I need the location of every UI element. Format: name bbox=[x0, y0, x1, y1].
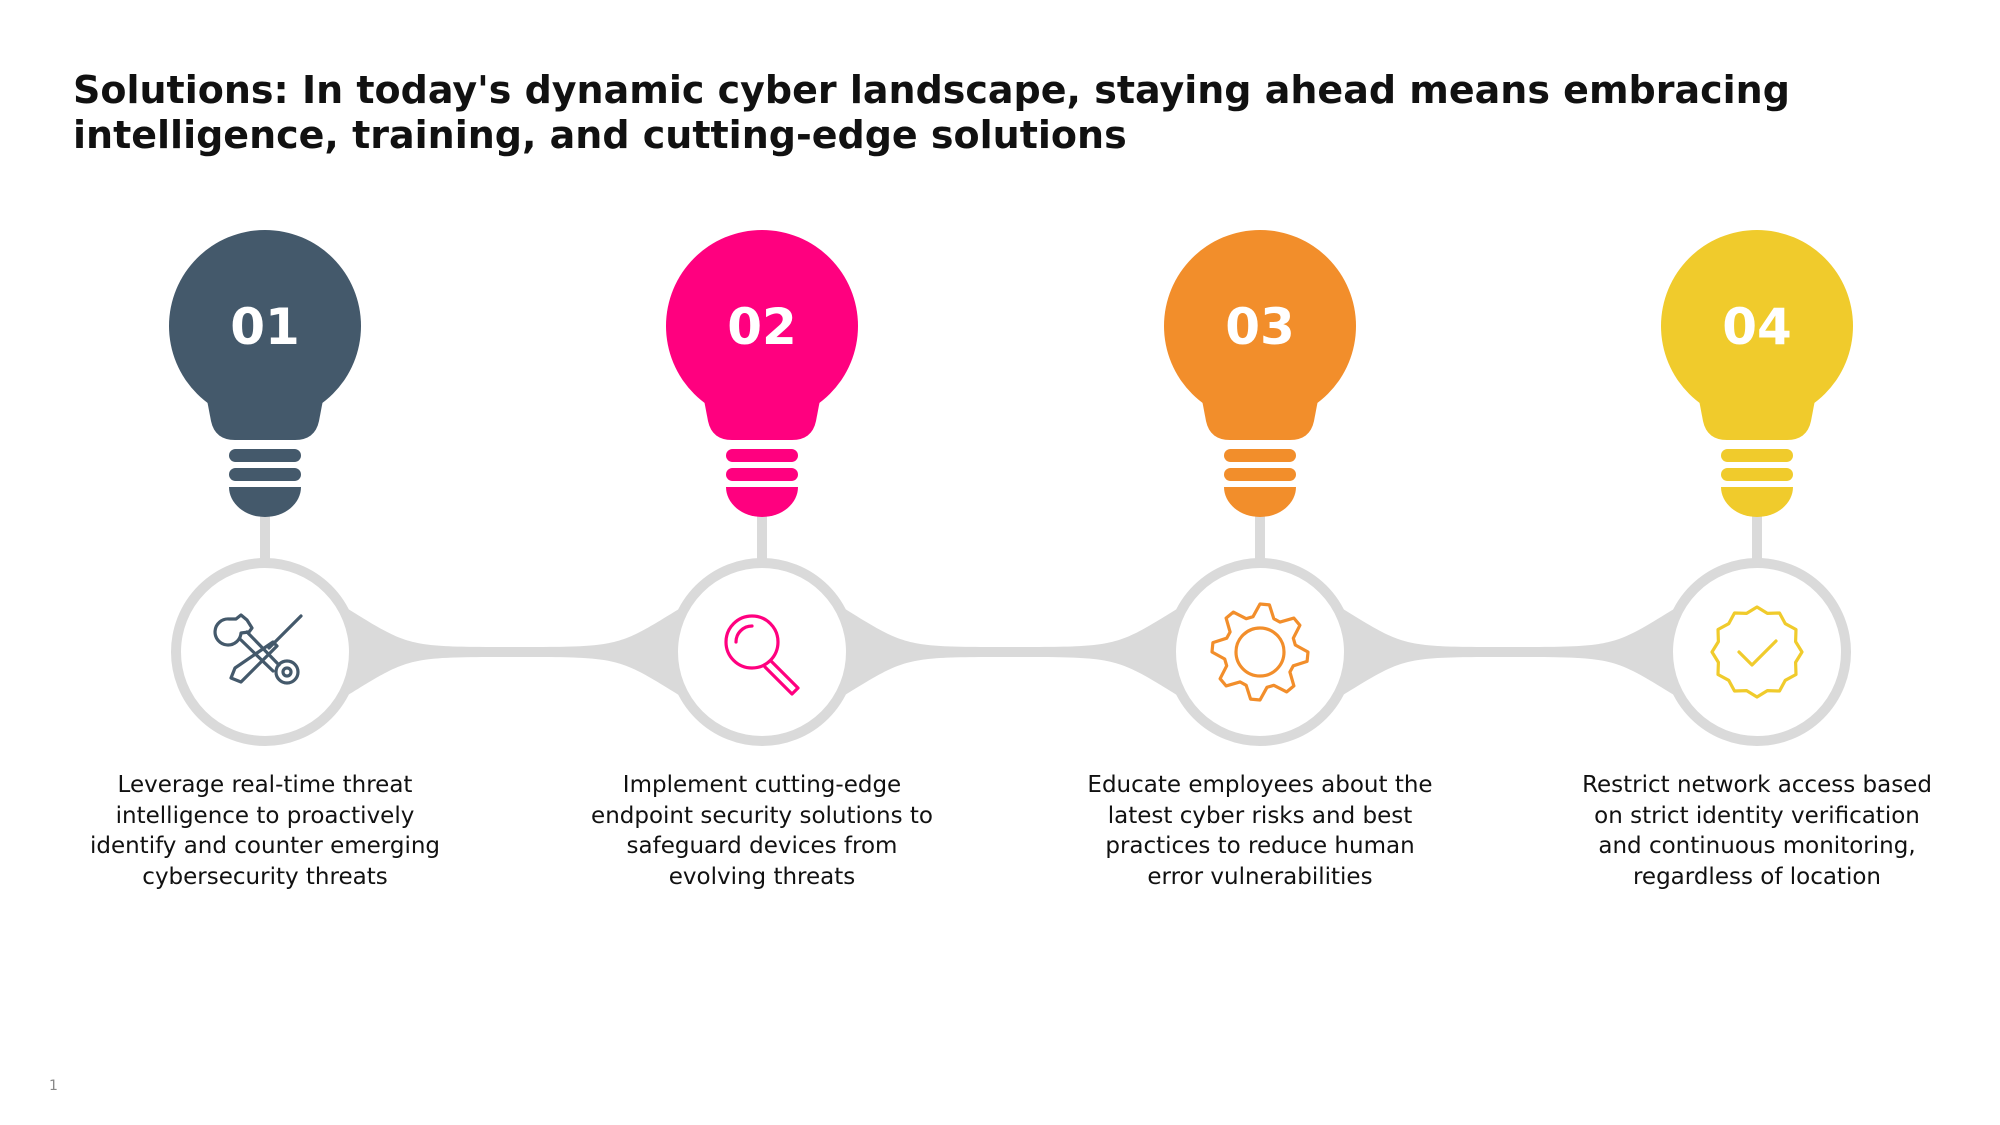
step-description: Implement cutting-edge endpoint security… bbox=[591, 772, 933, 890]
bulb-stem bbox=[260, 515, 270, 563]
lightbulb bbox=[1164, 230, 1356, 517]
lightbulb bbox=[1661, 230, 1853, 517]
connector-segment bbox=[340, 604, 687, 700]
connector-band bbox=[340, 604, 1682, 700]
bulb-stem bbox=[1255, 515, 1265, 563]
connector-segment bbox=[1335, 604, 1682, 700]
gear-icon bbox=[1210, 602, 1310, 702]
magnifier-icon bbox=[724, 614, 800, 696]
lightbulb bbox=[666, 230, 858, 517]
step-03: 03 bbox=[1164, 230, 1356, 746]
slide-number: 1 bbox=[49, 1078, 58, 1094]
step-number: 01 bbox=[230, 298, 300, 356]
step-02: 02 bbox=[666, 230, 858, 746]
step-description: Restrict network access based on strict … bbox=[1582, 772, 1932, 890]
icon-ring bbox=[1663, 558, 1851, 746]
tools-icon bbox=[213, 613, 303, 685]
icon-ring bbox=[1166, 558, 1354, 746]
step-number: 02 bbox=[727, 298, 797, 356]
bulb-stem bbox=[757, 515, 767, 563]
slide-title: Solutions: In today's dynamic cyber land… bbox=[73, 68, 1790, 157]
bulb-stem bbox=[1752, 515, 1762, 563]
step-number: 04 bbox=[1722, 298, 1792, 356]
icon-ring bbox=[668, 558, 856, 746]
step-description: Educate employees about the latest cyber… bbox=[1087, 772, 1433, 890]
step-01: 01 bbox=[169, 230, 361, 746]
lightbulb bbox=[169, 230, 361, 517]
step-04: 04 bbox=[1661, 230, 1853, 746]
step-description: Leverage real-time threat intelligence t… bbox=[89, 772, 441, 890]
badge-check-icon bbox=[1710, 605, 1804, 699]
connector-segment bbox=[837, 604, 1185, 700]
step-number: 03 bbox=[1225, 298, 1295, 356]
